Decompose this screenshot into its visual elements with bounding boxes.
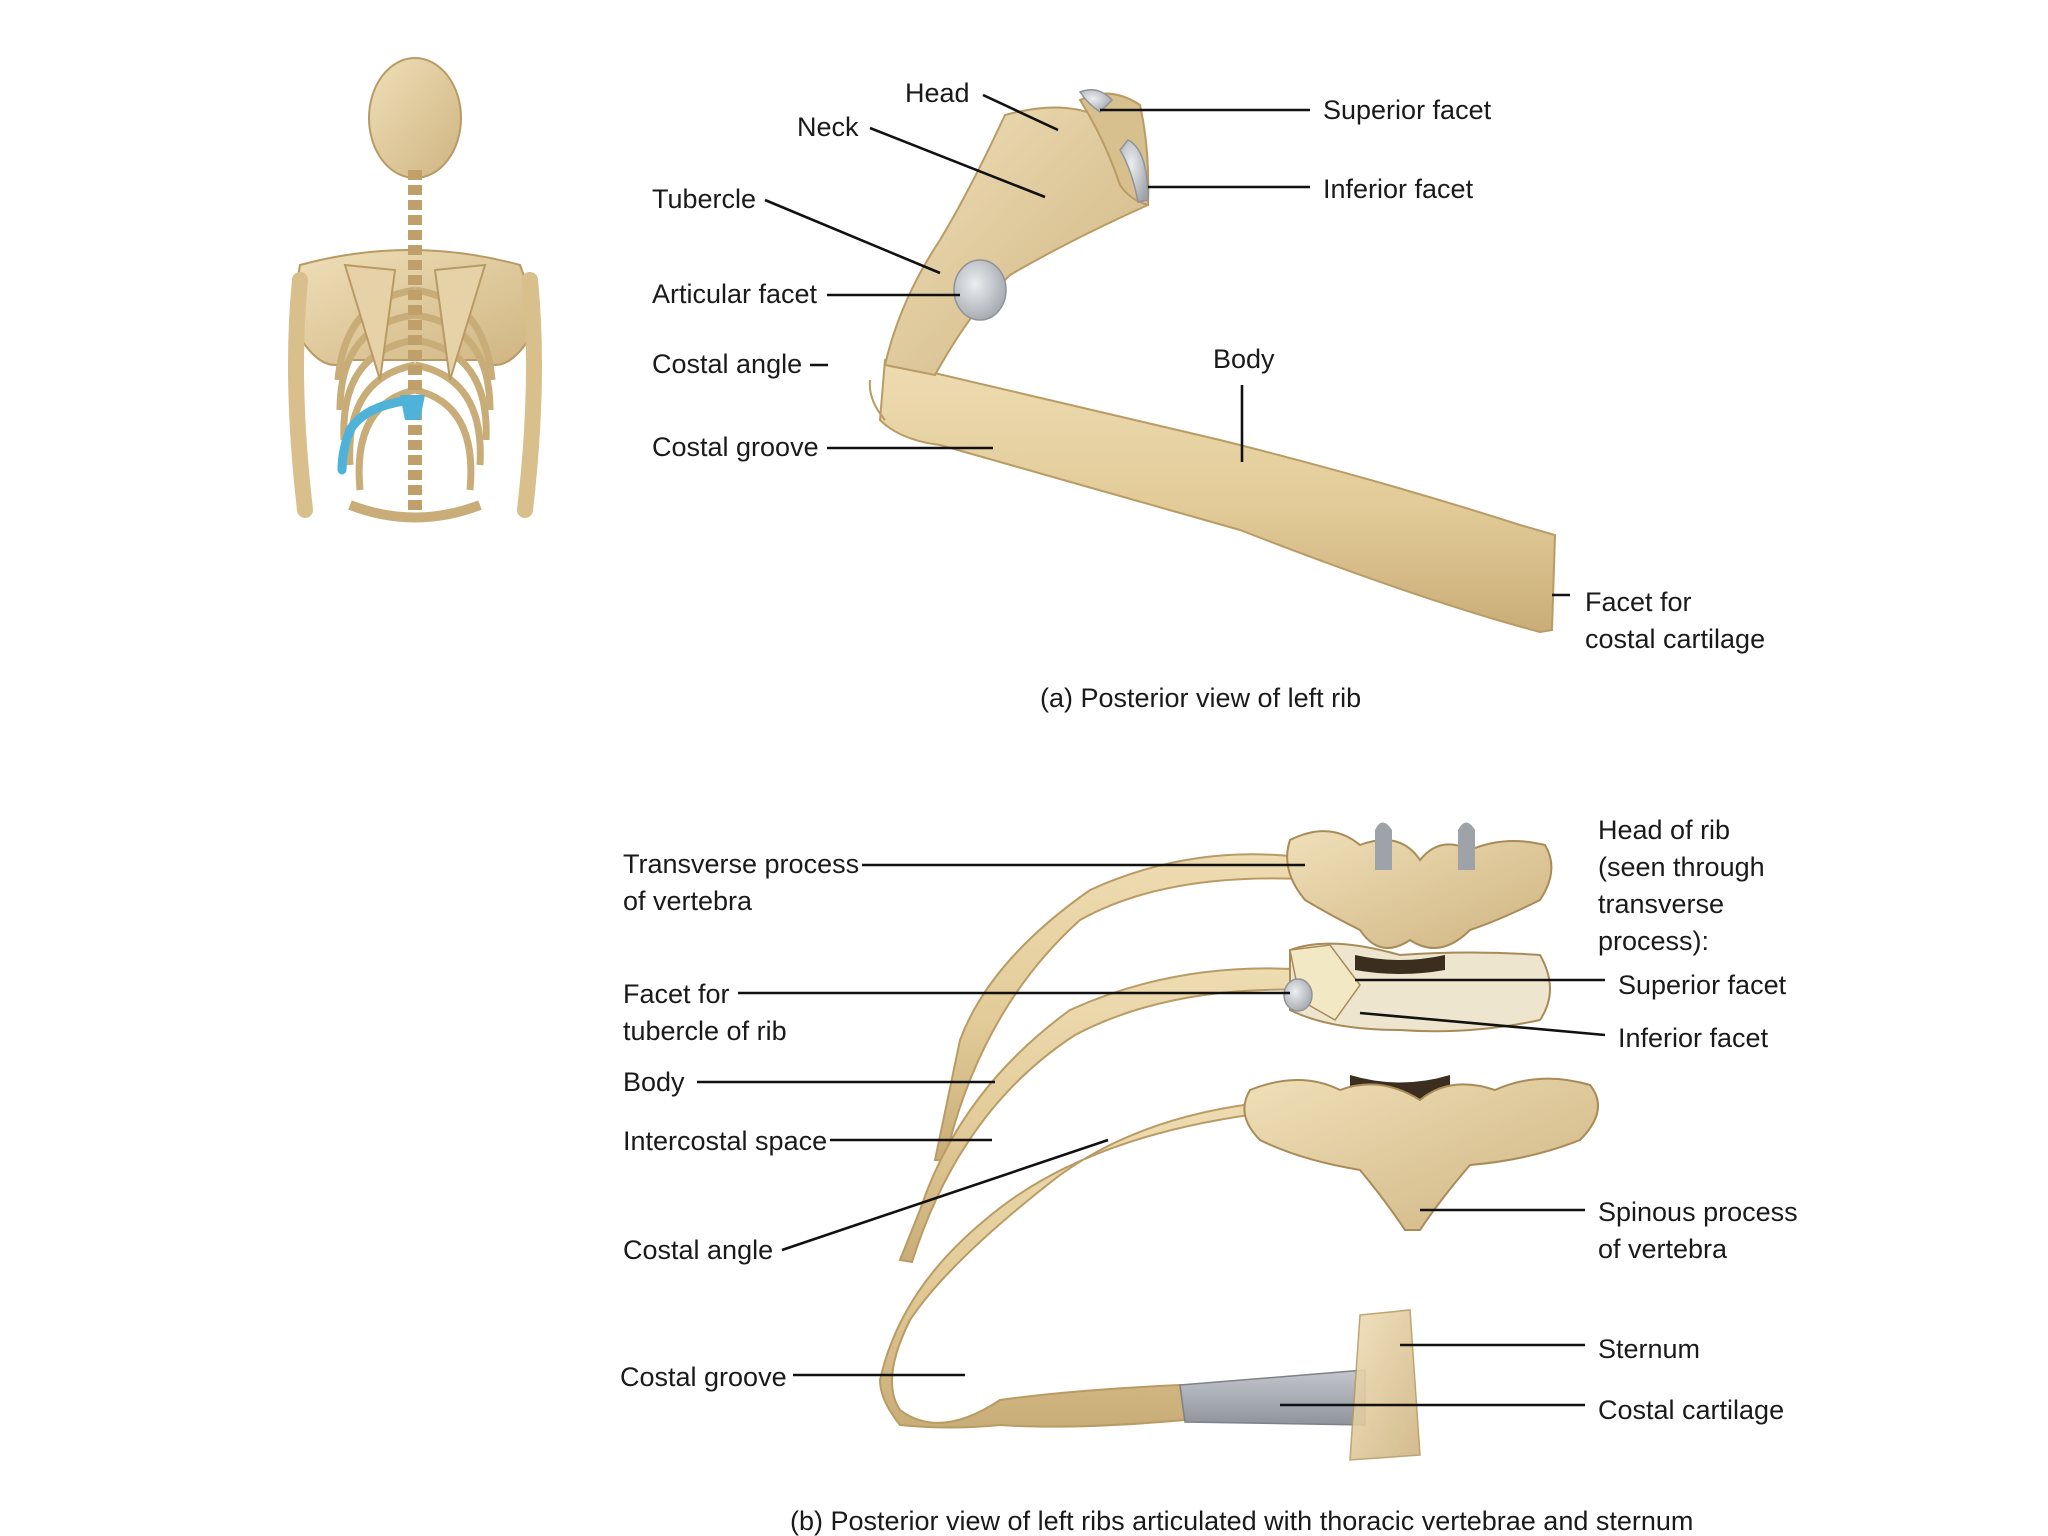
facet-for-tubercle-b bbox=[1284, 979, 1312, 1011]
label-transverse-process-b: Transverse process bbox=[623, 849, 859, 879]
articular-facet-a bbox=[954, 260, 1006, 320]
label-superior-facet-b: Superior facet bbox=[1618, 970, 1787, 1000]
skeleton-thumbnail bbox=[290, 58, 540, 520]
label-facet-tubercle-b: Facet for bbox=[623, 979, 730, 1009]
label-facet-costal-cartilage-a-2: costal cartilage bbox=[1585, 624, 1765, 654]
label-tubercle-a: Tubercle bbox=[652, 184, 756, 214]
labels-b: Transverse process of vertebra Facet for… bbox=[620, 815, 1798, 1536]
label-body-a: Body bbox=[1213, 344, 1275, 374]
caption-a: (a) Posterior view of left rib bbox=[1040, 683, 1361, 713]
costal-cartilage-b bbox=[1180, 1370, 1365, 1425]
label-costal-cartilage-b: Costal cartilage bbox=[1598, 1395, 1784, 1425]
label-spinous-process-b: Spinous process bbox=[1598, 1197, 1798, 1227]
label-inferior-facet-a: Inferior facet bbox=[1323, 174, 1474, 204]
caption-b: (b) Posterior view of left ribs articula… bbox=[790, 1506, 1693, 1536]
label-head-of-rib-b: Head of rib bbox=[1598, 815, 1730, 845]
sternum-b bbox=[1350, 1310, 1420, 1460]
label-costal-groove-a: Costal groove bbox=[652, 432, 819, 462]
label-costal-angle-a: Costal angle bbox=[652, 349, 802, 379]
label-facet-tubercle-b-2: tubercle of rib bbox=[623, 1016, 787, 1046]
label-spinous-process-b-2: of vertebra bbox=[1598, 1234, 1728, 1264]
label-costal-angle-b: Costal angle bbox=[623, 1235, 773, 1265]
label-facet-costal-cartilage-a: Facet for bbox=[1585, 587, 1692, 617]
labels-a: Head Neck Tubercle Articular facet Costa… bbox=[652, 78, 1765, 713]
label-head-of-rib-b-3: transverse bbox=[1598, 889, 1724, 919]
label-inferior-facet-b: Inferior facet bbox=[1618, 1023, 1769, 1053]
label-superior-facet-a: Superior facet bbox=[1323, 95, 1492, 125]
label-head-of-rib-b-2: (seen through bbox=[1598, 852, 1765, 882]
label-articular-facet-a: Articular facet bbox=[652, 279, 818, 309]
label-intercostal-space-b: Intercostal space bbox=[623, 1126, 827, 1156]
label-costal-groove-b: Costal groove bbox=[620, 1362, 787, 1392]
label-transverse-process-b-2: of vertebra bbox=[623, 886, 753, 916]
label-body-b: Body bbox=[623, 1067, 685, 1097]
label-neck-a: Neck bbox=[797, 112, 859, 142]
label-sternum-b: Sternum bbox=[1598, 1334, 1700, 1364]
label-head-of-rib-b-4: process): bbox=[1598, 926, 1709, 956]
label-head-a: Head bbox=[905, 78, 970, 108]
